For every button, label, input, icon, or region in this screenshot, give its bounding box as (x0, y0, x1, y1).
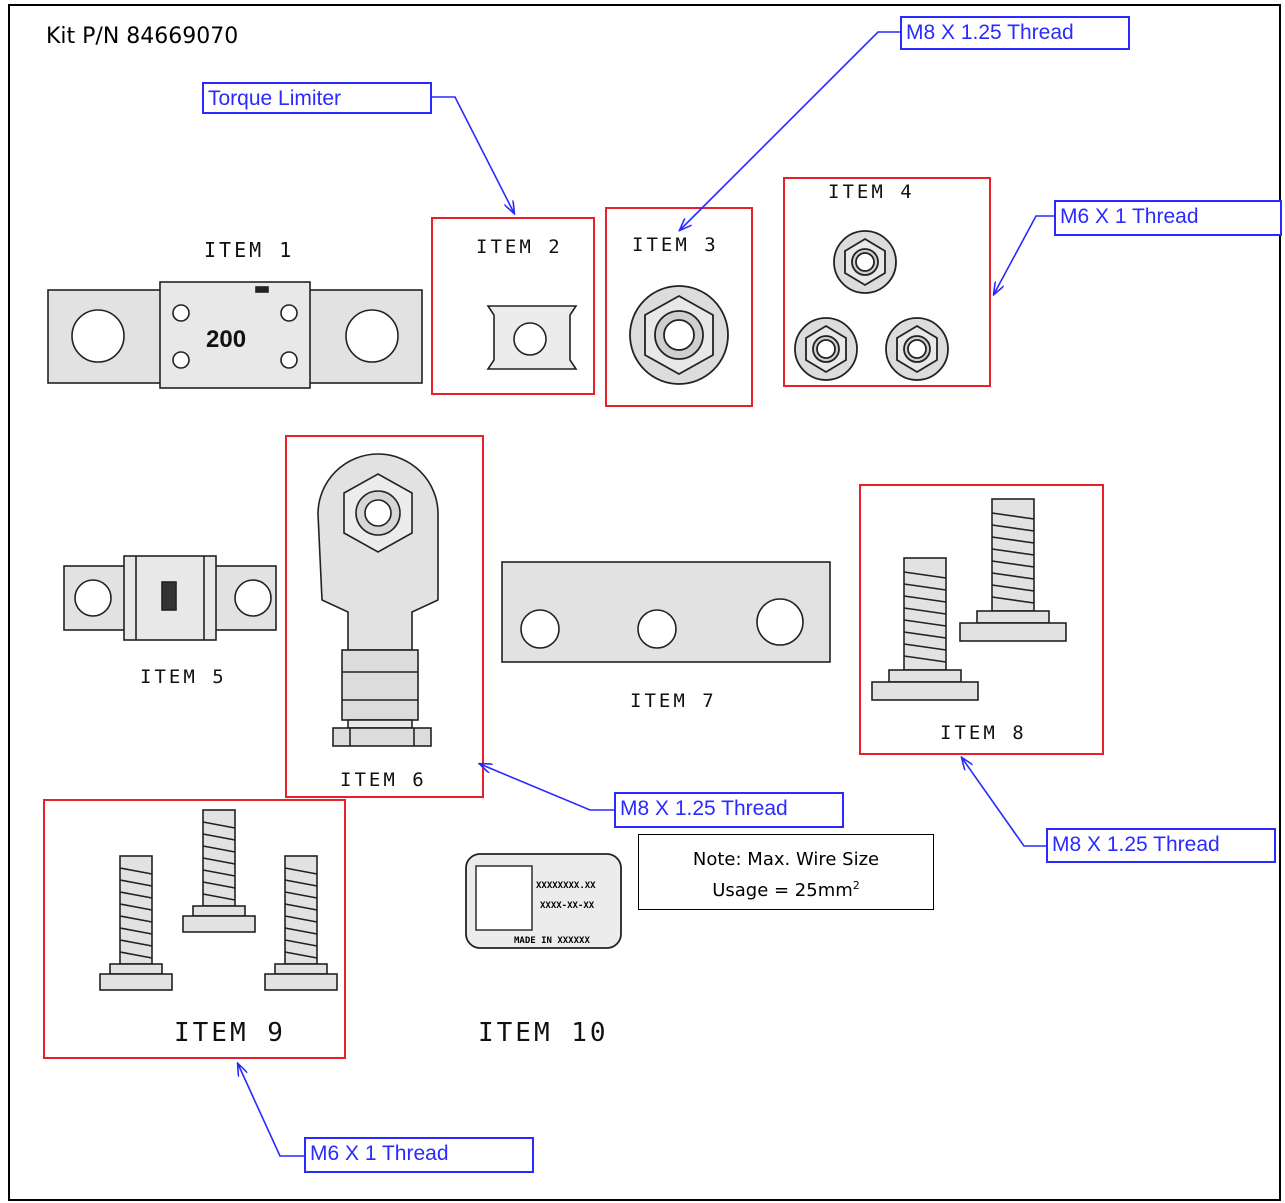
note-line-1: Note: Max. Wire Size (692, 849, 880, 870)
item9-label: ITEM 9 (174, 1018, 286, 1048)
item6-label: ITEM 6 (340, 769, 427, 791)
item5-label: ITEM 5 (140, 666, 227, 688)
item1-fuse-drawing: 200 (47, 281, 423, 389)
leader-item3 (680, 31, 900, 230)
plate-line-2: XXXX-XX-XX (540, 901, 595, 911)
fuse-rating: 200 (206, 326, 246, 353)
callout-item8-thread: M8 X 1.25 Thread (1046, 828, 1276, 863)
kit-part-number: Kit P/N 84669070 (46, 24, 239, 49)
callout-leaders (238, 31, 1054, 1157)
item2-torque-limiter-drawing (486, 305, 578, 370)
item1-label: ITEM 1 (204, 238, 295, 262)
item6-highlight-box (285, 435, 484, 798)
leader-torque-limiter (432, 96, 514, 213)
item7-busbar-drawing (501, 561, 831, 663)
item6-terminal-drawing (317, 453, 439, 747)
callout-item3-thread: M8 X 1.25 Thread (900, 16, 1130, 50)
leader-item9 (238, 1064, 304, 1157)
leader-item4 (994, 215, 1054, 294)
item4-highlight-box (783, 177, 991, 387)
item4-flange-nuts-drawing (794, 230, 949, 381)
item8-highlight-box (859, 484, 1104, 755)
item3-hex-nut-drawing (629, 285, 729, 385)
item2-label: ITEM 2 (476, 236, 563, 258)
plate-line-1: XXXXXXXX.XX (536, 881, 596, 891)
callout-item4-thread: M6 X 1 Thread (1054, 200, 1282, 236)
item10-label-plate-drawing: XXXXXXXX.XX XXXX-XX-XX MADE IN XXXXXX (465, 853, 622, 949)
item9-highlight-box (43, 799, 346, 1059)
plate-line-3: MADE IN XXXXXX (514, 936, 590, 946)
note-line-2: Usage = 25mm2 (639, 873, 933, 904)
item8-studs-drawing (871, 498, 1067, 701)
callout-item6-thread: M8 X 1.25 Thread (614, 792, 844, 828)
note-superscript: 2 (852, 879, 860, 892)
callout-torque-limiter: Torque Limiter (202, 82, 432, 114)
item5-fuse-drawing (63, 555, 277, 641)
item10-label: ITEM 10 (478, 1018, 609, 1048)
wire-size-note: Note: Max. Wire Size Usage = 25mm2 (638, 834, 934, 910)
note-line-2-text: Usage = 25mm (712, 880, 853, 901)
leader-item6 (480, 764, 616, 811)
outer-frame (8, 4, 1281, 1201)
item2-highlight-box (431, 217, 595, 395)
item7-label: ITEM 7 (630, 690, 717, 712)
item9-studs-drawing (99, 809, 338, 991)
item4-label: ITEM 4 (828, 181, 915, 203)
leader-item8 (962, 758, 1048, 847)
item3-label: ITEM 3 (632, 234, 719, 256)
item8-label: ITEM 8 (940, 722, 1027, 744)
item3-highlight-box (605, 207, 753, 407)
callout-item9-thread: M6 X 1 Thread (304, 1137, 534, 1173)
